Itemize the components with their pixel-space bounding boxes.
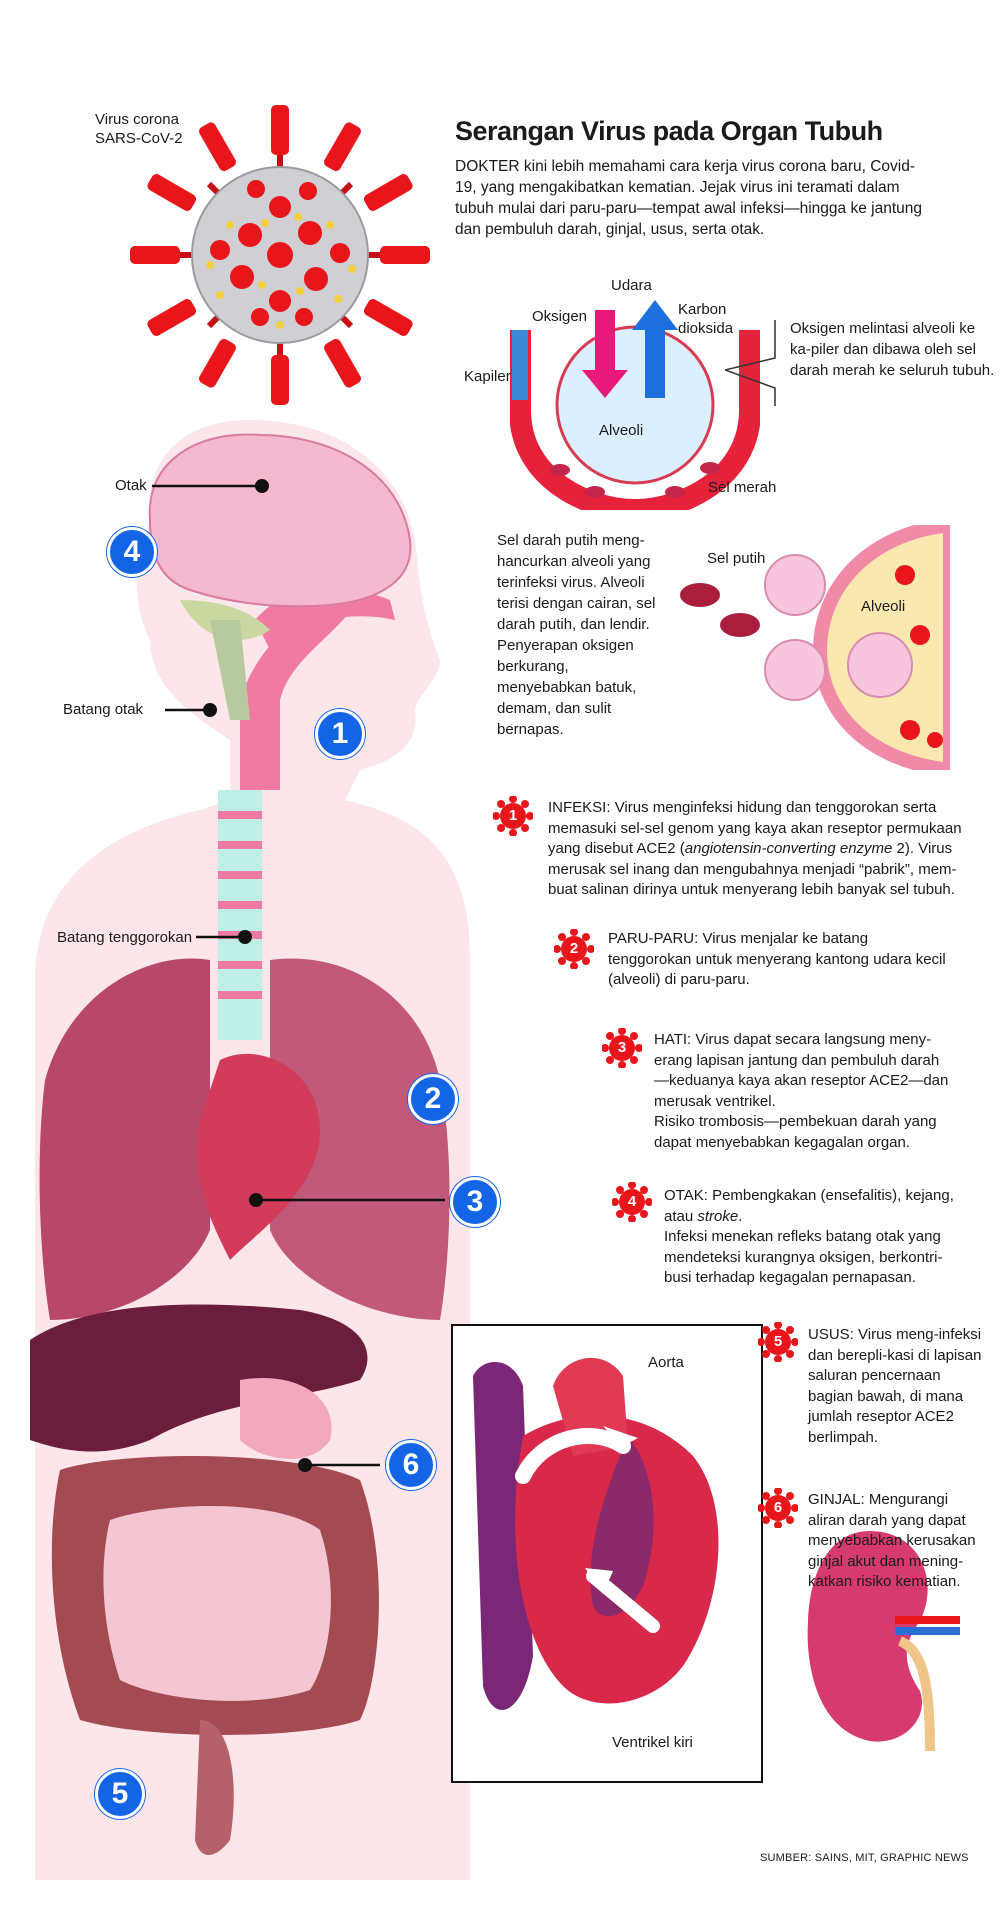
aorta-label: Aorta (648, 1354, 684, 1371)
virus-label-line-2: SARS-CoV-2 (95, 130, 183, 147)
item-hati-head: HATI: (654, 1031, 692, 1048)
item-usus-head: USUS: (808, 1326, 854, 1343)
virus-label-line-1: Virus corona (95, 111, 179, 128)
badge-5: 5 (95, 1769, 145, 1819)
oksigen-label: Oksigen (532, 308, 588, 325)
item-otak-tail: . (738, 1207, 743, 1225)
item-otak-head: OTAK: (664, 1187, 708, 1204)
udara-label: Udara (611, 277, 652, 294)
sel-putih-label: Sel putih (707, 550, 766, 567)
gear-badge-6: 6 (758, 1488, 798, 1528)
ventrikel-kiri-label: Ventrikel kiri (612, 1734, 693, 1751)
otak-pointer-dot (255, 479, 269, 493)
item-infeksi-head: INFEKSI: (548, 799, 611, 816)
batang-otak-pointer-dot (203, 703, 217, 717)
item-hati-body: Virus dapat secara langsung meny-erang l… (654, 1031, 949, 1110)
item-paru-body: Virus menjalar ke batang tenggorokan unt… (608, 930, 946, 988)
virus-illustration (130, 105, 430, 405)
item-otak-body: Pembengkakan (ensefalitis), kejang, atau (664, 1187, 954, 1225)
item-ginjal: GINJAL: Mengurangi aliran darah yang dap… (808, 1490, 988, 1593)
item-paru-paru: PARU-PARU: Virus menjalar ke batang teng… (608, 929, 948, 991)
otak-label: Otak (115, 477, 147, 494)
heart-pointer-dot (249, 1193, 263, 1207)
item-ginjal-head: GINJAL: (808, 1491, 865, 1508)
item-infeksi-tail: 2). Virus merusak sel inang dan mengubah… (548, 840, 957, 898)
badge-6: 6 (386, 1440, 436, 1490)
page-title: Serangan Virus pada Organ Tubuh (455, 116, 883, 146)
note-bracket (725, 320, 776, 406)
gear-badge-3-num: 3 (617, 1039, 627, 1056)
kidney-illustration (807, 1531, 960, 1751)
item-otak-em: stroke (697, 1207, 739, 1225)
gear-badge-6-num: 6 (773, 1499, 783, 1516)
kidney-pointer-dot (298, 1458, 312, 1472)
badge-4: 4 (107, 527, 157, 577)
batang-tenggorokan-label: Batang tenggorokan (57, 929, 193, 946)
gear-badge-4-num: 4 (627, 1193, 637, 1210)
virus-label: Virus corona SARS-CoV-2 (95, 110, 183, 148)
gear-badge-2: 2 (554, 929, 594, 969)
gear-badge-5: 5 (758, 1322, 798, 1362)
batang-otak-label: Batang otak (63, 701, 144, 718)
intro-text: DOKTER kini lebih memahami cara kerja vi… (455, 158, 922, 238)
gear-badge-4: 4 (612, 1182, 652, 1222)
gear-badge-2-num: 2 (569, 940, 579, 957)
alveoli-label: Alveoli (599, 422, 644, 439)
heart-illustration (473, 1357, 719, 1710)
badge-2: 2 (408, 1074, 458, 1124)
gear-badge-5-num: 5 (773, 1333, 783, 1350)
item-otak-body2: Infeksi menekan refleks batang otak yang… (664, 1228, 943, 1286)
item-ginjal-body: Mengurangi aliran darah yang dapat menye… (808, 1491, 976, 1590)
infected-alveoli-diagram (680, 525, 950, 770)
gear-badge-1-num: 1 (508, 807, 518, 824)
item-infeksi-body: Virus menginfeksi hidung dan tenggorokan… (548, 799, 962, 857)
alveoli-note: Oksigen melintasi alveoli ke ka-piler da… (790, 320, 995, 379)
kapiler-label: Kapiler (464, 368, 511, 385)
infected-text: Sel darah putih meng-hancurkan alveoli y… (497, 532, 656, 738)
alveoli-diagram (510, 300, 760, 510)
item-infeksi: INFEKSI: Virus menginfeksi hidung dan te… (548, 798, 968, 901)
badge-1: 1 (315, 709, 365, 759)
badge-3: 3 (450, 1177, 500, 1227)
item-hati: HATI: Virus dapat secara langsung meny-e… (654, 1030, 954, 1153)
karbon-line: Karbon (678, 301, 727, 318)
item-paru-head: PARU-PARU: (608, 930, 699, 947)
item-usus-body: Virus meng-infeksi dan berepli-kasi di l… (808, 1326, 982, 1446)
infected-alveoli-label: Alveoli (861, 598, 906, 615)
dioksida-line: dioksida (678, 320, 734, 337)
item-hati-body2: Risiko trombosis—pembekuan darah yang da… (654, 1113, 937, 1151)
item-usus: USUS: Virus meng-infeksi dan berepli-kas… (808, 1325, 983, 1448)
source-credit: SUMBER: SAINS, MIT, GRAPHIC NEWS (760, 1852, 969, 1864)
trachea-pointer-dot (238, 930, 252, 944)
karbon-dioksida-label: Karbon dioksida (678, 300, 733, 338)
sel-merah-label: Sel merah (708, 479, 777, 496)
gear-badge-1: 1 (493, 796, 533, 836)
gear-badge-3: 3 (602, 1028, 642, 1068)
item-infeksi-em: angiotensin-converting enzyme (684, 840, 893, 857)
item-otak: OTAK: Pembengkakan (ensefalitis), kejang… (664, 1186, 964, 1289)
